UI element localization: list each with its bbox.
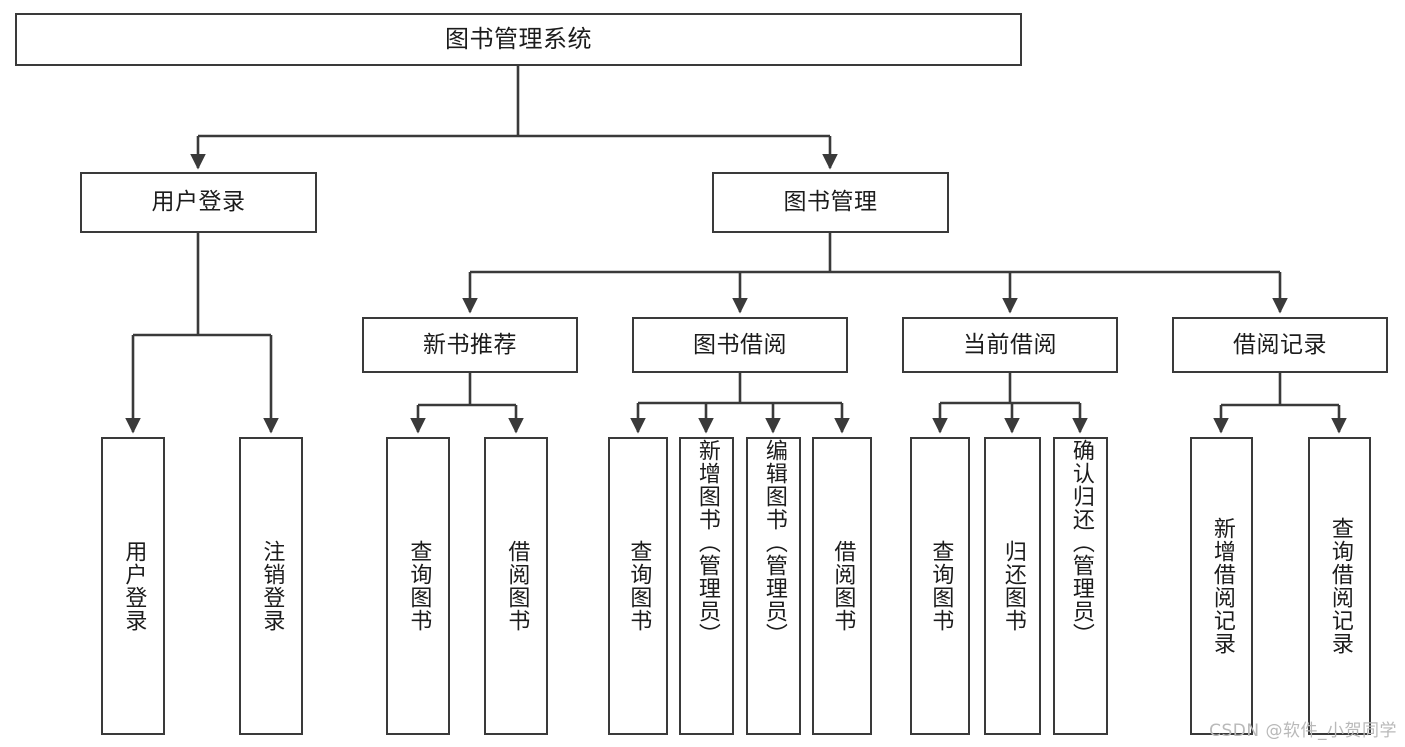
node-leaf-return-book-label: 归还图书 <box>1000 540 1026 632</box>
node-leaf-edit-book[interactable]: 编辑图书（管理员） <box>746 437 801 735</box>
node-leaf-borrow-book-2[interactable]: 借阅图书 <box>812 437 872 735</box>
node-current-borrow-label: 当前借阅 <box>963 331 1057 358</box>
node-leaf-query-book-3-label: 查询图书 <box>928 540 954 632</box>
node-leaf-query-book-1[interactable]: 查询图书 <box>386 437 450 735</box>
node-user-login[interactable]: 用户登录 <box>80 172 317 233</box>
csdn-watermark: CSDN @软件_小贺同学 <box>1209 721 1397 741</box>
node-leaf-edit-book-label: 编辑图书（管理员） <box>761 439 787 646</box>
node-leaf-query-book-1-label: 查询图书 <box>406 540 432 632</box>
node-book-borrow[interactable]: 图书借阅 <box>632 317 848 373</box>
node-leaf-query-record-label: 查询借阅记录 <box>1327 517 1353 655</box>
node-leaf-add-record[interactable]: 新增借阅记录 <box>1190 437 1253 735</box>
node-leaf-return-book[interactable]: 归还图书 <box>984 437 1041 735</box>
node-book-borrow-label: 图书借阅 <box>693 331 787 358</box>
node-user-login-label: 用户登录 <box>151 189 246 216</box>
node-borrow-record-label: 借阅记录 <box>1233 331 1327 358</box>
node-leaf-borrow-book-1-label: 借阅图书 <box>504 540 530 632</box>
node-root-label: 图书管理系统 <box>445 24 592 53</box>
node-leaf-query-record[interactable]: 查询借阅记录 <box>1308 437 1371 735</box>
node-leaf-logout[interactable]: 注销登录 <box>239 437 303 735</box>
node-book-manage-label: 图书管理 <box>783 189 878 216</box>
node-leaf-query-book-3[interactable]: 查询图书 <box>910 437 970 735</box>
node-leaf-user-login-label: 用户登录 <box>121 540 147 632</box>
node-leaf-logout-label: 注销登录 <box>259 540 285 632</box>
node-leaf-borrow-book-1[interactable]: 借阅图书 <box>484 437 548 735</box>
node-borrow-record[interactable]: 借阅记录 <box>1172 317 1388 373</box>
node-leaf-query-book-2-label: 查询图书 <box>626 540 652 632</box>
node-leaf-confirm-return[interactable]: 确认归还（管理员） <box>1053 437 1108 735</box>
node-leaf-add-book-label: 新增图书（管理员） <box>694 439 720 646</box>
node-leaf-query-book-2[interactable]: 查询图书 <box>608 437 668 735</box>
node-new-book-recommend[interactable]: 新书推荐 <box>362 317 578 373</box>
node-current-borrow[interactable]: 当前借阅 <box>902 317 1118 373</box>
node-leaf-add-book[interactable]: 新增图书（管理员） <box>679 437 734 735</box>
node-leaf-user-login[interactable]: 用户登录 <box>101 437 165 735</box>
node-leaf-borrow-book-2-label: 借阅图书 <box>830 540 856 632</box>
node-leaf-add-record-label: 新增借阅记录 <box>1209 517 1235 655</box>
node-new-book-recommend-label: 新书推荐 <box>423 331 517 358</box>
node-root[interactable]: 图书管理系统 <box>15 13 1022 66</box>
node-leaf-confirm-return-label: 确认归还（管理员） <box>1068 439 1094 646</box>
node-book-manage[interactable]: 图书管理 <box>712 172 949 233</box>
